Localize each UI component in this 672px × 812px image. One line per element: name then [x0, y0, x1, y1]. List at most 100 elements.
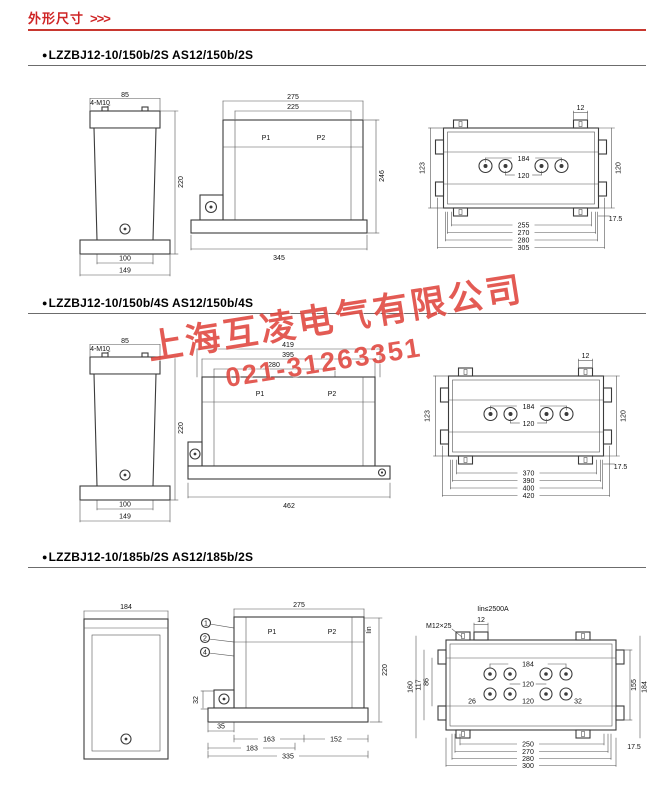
s1-side-body — [190, 119, 368, 234]
section-2-model: LZZBJ12-10/150b/4S AS12/150b/4S — [48, 296, 254, 310]
bullet-icon: ● — [42, 50, 48, 60]
dim-inner-width-2: 280 — [268, 362, 280, 369]
dim-right-2: 184 — [642, 681, 649, 693]
dim-height: 220 — [178, 422, 185, 434]
dim-right-height: 120 — [616, 162, 623, 174]
dim-top-width: 184 — [120, 604, 132, 611]
dim-bottom-1: 255 — [518, 222, 530, 229]
section-rule-2 — [28, 313, 646, 314]
dim-base-width: 345 — [273, 255, 285, 262]
dim-sub: 183 — [246, 746, 258, 753]
dim-right-1: 155 — [631, 679, 638, 691]
dim-edge-offset: 17.5 — [614, 464, 628, 471]
s2-plan-body — [439, 367, 613, 465]
s1-front-body — [79, 106, 171, 255]
dim-terminal-outer: 184 — [523, 404, 535, 411]
s3-front-view-drawing: 184 — [83, 604, 169, 760]
bolt-spec-label: M12×25 — [426, 623, 452, 630]
dim-left-3: 86 — [424, 678, 431, 686]
dim-left-height: 123 — [420, 162, 427, 174]
dim-inner-width: 225 — [287, 104, 299, 111]
dim-body-width: 100 — [119, 502, 131, 509]
dim-height: 220 — [382, 664, 389, 676]
dim-total: 335 — [282, 754, 294, 761]
dim-bottom-1: 370 — [523, 470, 535, 477]
section-1-model: LZZBJ12-10/150b/2S AS12/150b/2S — [48, 48, 254, 62]
dim-inner-width: 395 — [282, 352, 294, 359]
dim-top-width: 85 — [121, 338, 129, 345]
s3-front-body — [83, 618, 169, 760]
dim-terminal-inner: 120 — [522, 682, 534, 689]
dim-tab: 12 — [477, 617, 485, 624]
dim-bottom-2: 390 — [523, 478, 535, 485]
dim-tab: 12 — [577, 105, 585, 112]
callout-2: 2 — [203, 635, 207, 642]
terminal-p1-label: P1 — [268, 629, 277, 636]
chevrons-icon: >>> — [90, 11, 111, 26]
s2-side-body — [187, 376, 391, 480]
s1-front-view-drawing: 85 4-M10 220 100 149 — [79, 92, 185, 277]
s1-plan-view-drawing: 184 120 12 123 120 17.5 255 270 280 305 — [420, 105, 623, 252]
s1-side-dim-lines — [190, 100, 380, 251]
dim-edge-offset: 17.5 — [609, 216, 623, 223]
s3-plan-view-drawing: Iin≤2500A M12×25 12 184 120 26 120 32 16… — [408, 606, 649, 770]
bullet-icon: ● — [42, 552, 48, 562]
dim-base-width: 462 — [283, 503, 295, 510]
section-rule-1 — [28, 65, 646, 66]
section-3-model: LZZBJ12-10/185b/2S AS12/185b/2S — [48, 550, 254, 564]
current-note: Iin≤2500A — [477, 606, 509, 613]
dim-overall-width: 275 — [287, 94, 299, 101]
s1-side-view-drawing: 275 225 P1 P2 246 345 — [190, 94, 386, 262]
dim-terminal-outer: 184 — [522, 662, 534, 669]
dim-row-a: 26 — [468, 699, 476, 706]
page-header: 外形尺寸 >>> — [28, 8, 111, 27]
s2-plan-view-drawing: 184 120 12 123 120 17.5 370 390 400 420 — [425, 353, 628, 500]
s2-side-dim-lines — [187, 348, 391, 499]
dim-bottom-1: 250 — [522, 741, 534, 748]
dim-row-c: 32 — [574, 699, 582, 706]
dim-top-width: 85 — [121, 92, 129, 99]
dim-overall-width: 419 — [282, 342, 294, 349]
header-rule — [28, 29, 646, 31]
dim-row-b: 120 — [522, 699, 534, 706]
dim-foot-height: 32 — [193, 696, 200, 704]
s3-front-dim-lines — [83, 610, 169, 620]
dim-left-2: 117 — [416, 679, 423, 690]
dim-base-width: 149 — [119, 514, 131, 521]
dim-seg-1: 163 — [263, 737, 275, 744]
terminal-p2-label: P2 — [328, 629, 337, 636]
dim-body-width: 100 — [119, 256, 131, 263]
terminal-p1-label: P1 — [262, 135, 271, 142]
section-rule-3 — [28, 567, 646, 568]
dim-bottom-2: 270 — [518, 230, 530, 237]
dim-bolt-spec: 4-M10 — [90, 346, 110, 353]
section-title-3: ●LZZBJ12-10/185b/2S AS12/185b/2S — [42, 550, 253, 564]
callout-1: 1 — [204, 620, 208, 627]
dim-overall-width: 275 — [293, 602, 305, 609]
dim-terminal-inner: 120 — [523, 421, 535, 428]
dim-seg-2: 152 — [330, 737, 342, 744]
callout-3: 4 — [203, 649, 207, 656]
s2-front-view-drawing: 85 4-M10 220 100 149 — [79, 338, 185, 523]
dim-bolt-spec: 4-M10 — [90, 100, 110, 107]
dim-left-1: 160 — [408, 681, 415, 693]
s3-side-view-drawing: 275 P1 P2 1 2 4 Iin 220 32 35 163 152 18… — [193, 602, 389, 761]
s3-side-body — [199, 616, 369, 723]
dim-bottom-3: 280 — [522, 756, 534, 763]
dim-tab: 12 — [582, 353, 590, 360]
dim-bottom-4: 420 — [523, 493, 535, 500]
page-title: 外形尺寸 — [28, 11, 85, 26]
iin-label: Iin — [366, 626, 373, 634]
s1-plan-body — [434, 119, 608, 217]
dim-bottom-2: 270 — [522, 749, 534, 756]
dim-left-height: 123 — [425, 410, 432, 422]
s2-side-view-drawing: 419 395 280 P1 P2 462 — [187, 342, 391, 510]
dim-terminal-outer: 184 — [518, 156, 530, 163]
dim-bottom-4: 300 — [522, 763, 534, 770]
bullet-icon: ● — [42, 298, 48, 308]
s3-plan-body — [437, 631, 625, 739]
dim-bottom-3: 280 — [518, 238, 530, 245]
s1-front-dim-lines — [79, 98, 179, 277]
terminal-p1-label: P1 — [256, 391, 265, 398]
